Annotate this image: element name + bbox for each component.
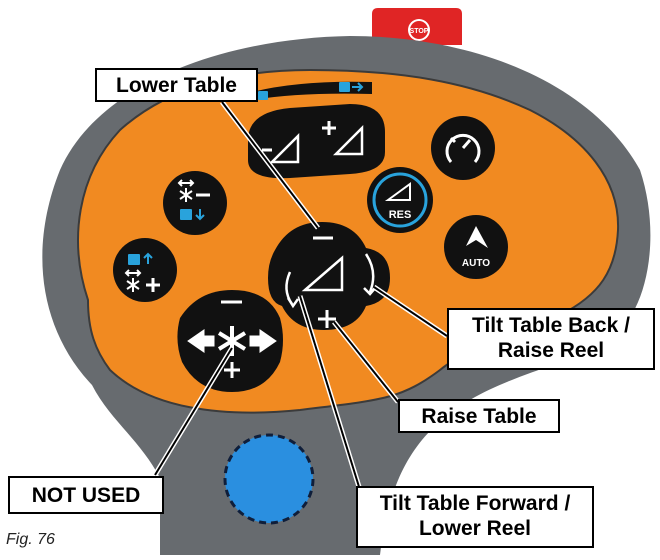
- callout-raise-table-text: Raise Table: [421, 405, 537, 428]
- auto-label: AUTO: [462, 258, 490, 269]
- callout-raise-table: Raise Table: [398, 399, 560, 433]
- auto-icon: [466, 226, 488, 248]
- reel-speed-plus-button[interactable]: [113, 238, 177, 302]
- stop-label: STOP: [410, 28, 429, 35]
- callout-tilt-forward: Tilt Table Forward / Lower Reel: [356, 486, 594, 548]
- callout-lower-table-text: Lower Table: [116, 74, 237, 97]
- table-angle-icon: [268, 132, 300, 164]
- res-button[interactable]: RES: [367, 167, 433, 233]
- info-strip: [252, 81, 372, 100]
- tilt-forward-arrow-icon: [285, 271, 300, 309]
- callout-tilt-forward-text-1: Tilt Table Forward /: [379, 492, 571, 515]
- info-icon: [180, 209, 192, 220]
- cruise-gauge-button[interactable]: [431, 116, 495, 180]
- res-label: RES: [389, 209, 412, 221]
- callout-tilt-back: Tilt Table Back / Raise Reel: [447, 308, 655, 370]
- reel-control-button[interactable]: [177, 290, 283, 392]
- table-angle-rocker[interactable]: [248, 104, 385, 179]
- callout-not-used-text: NOT USED: [31, 484, 141, 507]
- callout-not-used: NOT USED: [8, 476, 164, 514]
- figure-label: Fig. 76: [6, 531, 55, 548]
- reel-speed-minus-button[interactable]: [163, 171, 227, 235]
- callout-tilt-back-text-2: Raise Reel: [497, 339, 605, 362]
- callout-tilt-forward-text-2: Lower Reel: [418, 517, 532, 540]
- callout-tilt-back-text-1: Tilt Table Back /: [472, 314, 630, 337]
- table-control-button[interactable]: [268, 222, 390, 330]
- auto-button[interactable]: AUTO: [444, 215, 508, 279]
- cruise-gauge-icon: [445, 133, 481, 163]
- reel-speed-icon: [177, 179, 210, 202]
- callout-lower-table: Lower Table: [95, 68, 258, 102]
- blue-knob[interactable]: [223, 433, 315, 525]
- stop-button[interactable]: STOP: [372, 8, 462, 45]
- res-table-icon: [384, 182, 411, 201]
